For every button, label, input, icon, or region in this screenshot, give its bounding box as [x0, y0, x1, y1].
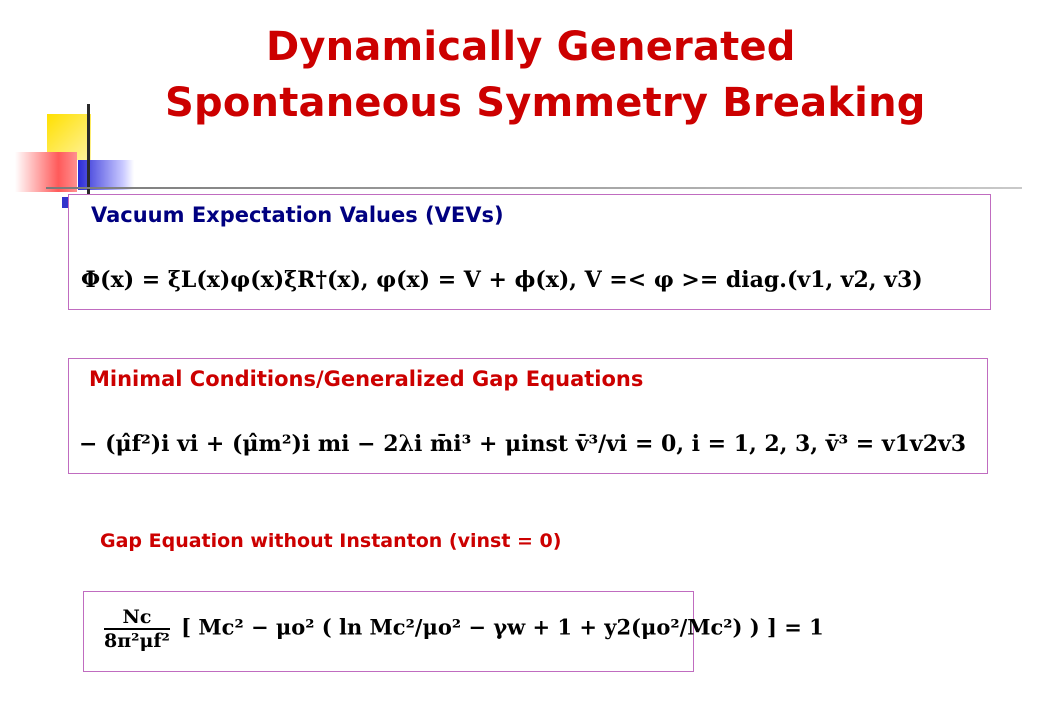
- vev-equation: Φ(x) = ξL(x)φ(x)ξR†(x), φ(x) = V + ϕ(x),…: [81, 267, 923, 293]
- no-instanton-heading: Gap Equation without Instanton (vinst = …: [100, 530, 562, 552]
- bullet-marker: [62, 197, 70, 208]
- vev-heading: Vacuum Expectation Values (VEVs): [91, 203, 504, 227]
- prefactor-fraction: Nc 8π²μf²: [104, 606, 170, 652]
- slide-title-line2: Spontaneous Symmetry Breaking: [165, 80, 926, 126]
- gap-equation: − (μ̂f²)i vi + (μ̂m²)i mi − 2λi m̄i³ + μ…: [79, 431, 967, 457]
- no-instanton-equation: Nc 8π²μf² [ Mc² − μo² ( ln Mc²/μo² − γw …: [100, 606, 824, 652]
- vev-box: Vacuum Expectation Values (VEVs) Φ(x) = …: [68, 194, 991, 310]
- title-divider-line: [46, 187, 1022, 189]
- slide-title-line1: Dynamically Generated: [266, 24, 796, 70]
- gap-equations-heading: Minimal Conditions/Generalized Gap Equat…: [89, 367, 644, 391]
- gap-equations-box: Minimal Conditions/Generalized Gap Equat…: [68, 358, 988, 474]
- fraction-denominator: 8π²μf²: [104, 630, 170, 652]
- decorative-red-square: [15, 152, 77, 192]
- no-instanton-equation-box: Nc 8π²μf² [ Mc² − μo² ( ln Mc²/μo² − γw …: [83, 591, 824, 672]
- decorative-vertical-line: [87, 104, 90, 198]
- equation-body: [ Mc² − μo² ( ln Mc²/μo² − γw + 1 + y2(μ…: [181, 614, 824, 640]
- fraction-numerator: Nc: [104, 606, 170, 630]
